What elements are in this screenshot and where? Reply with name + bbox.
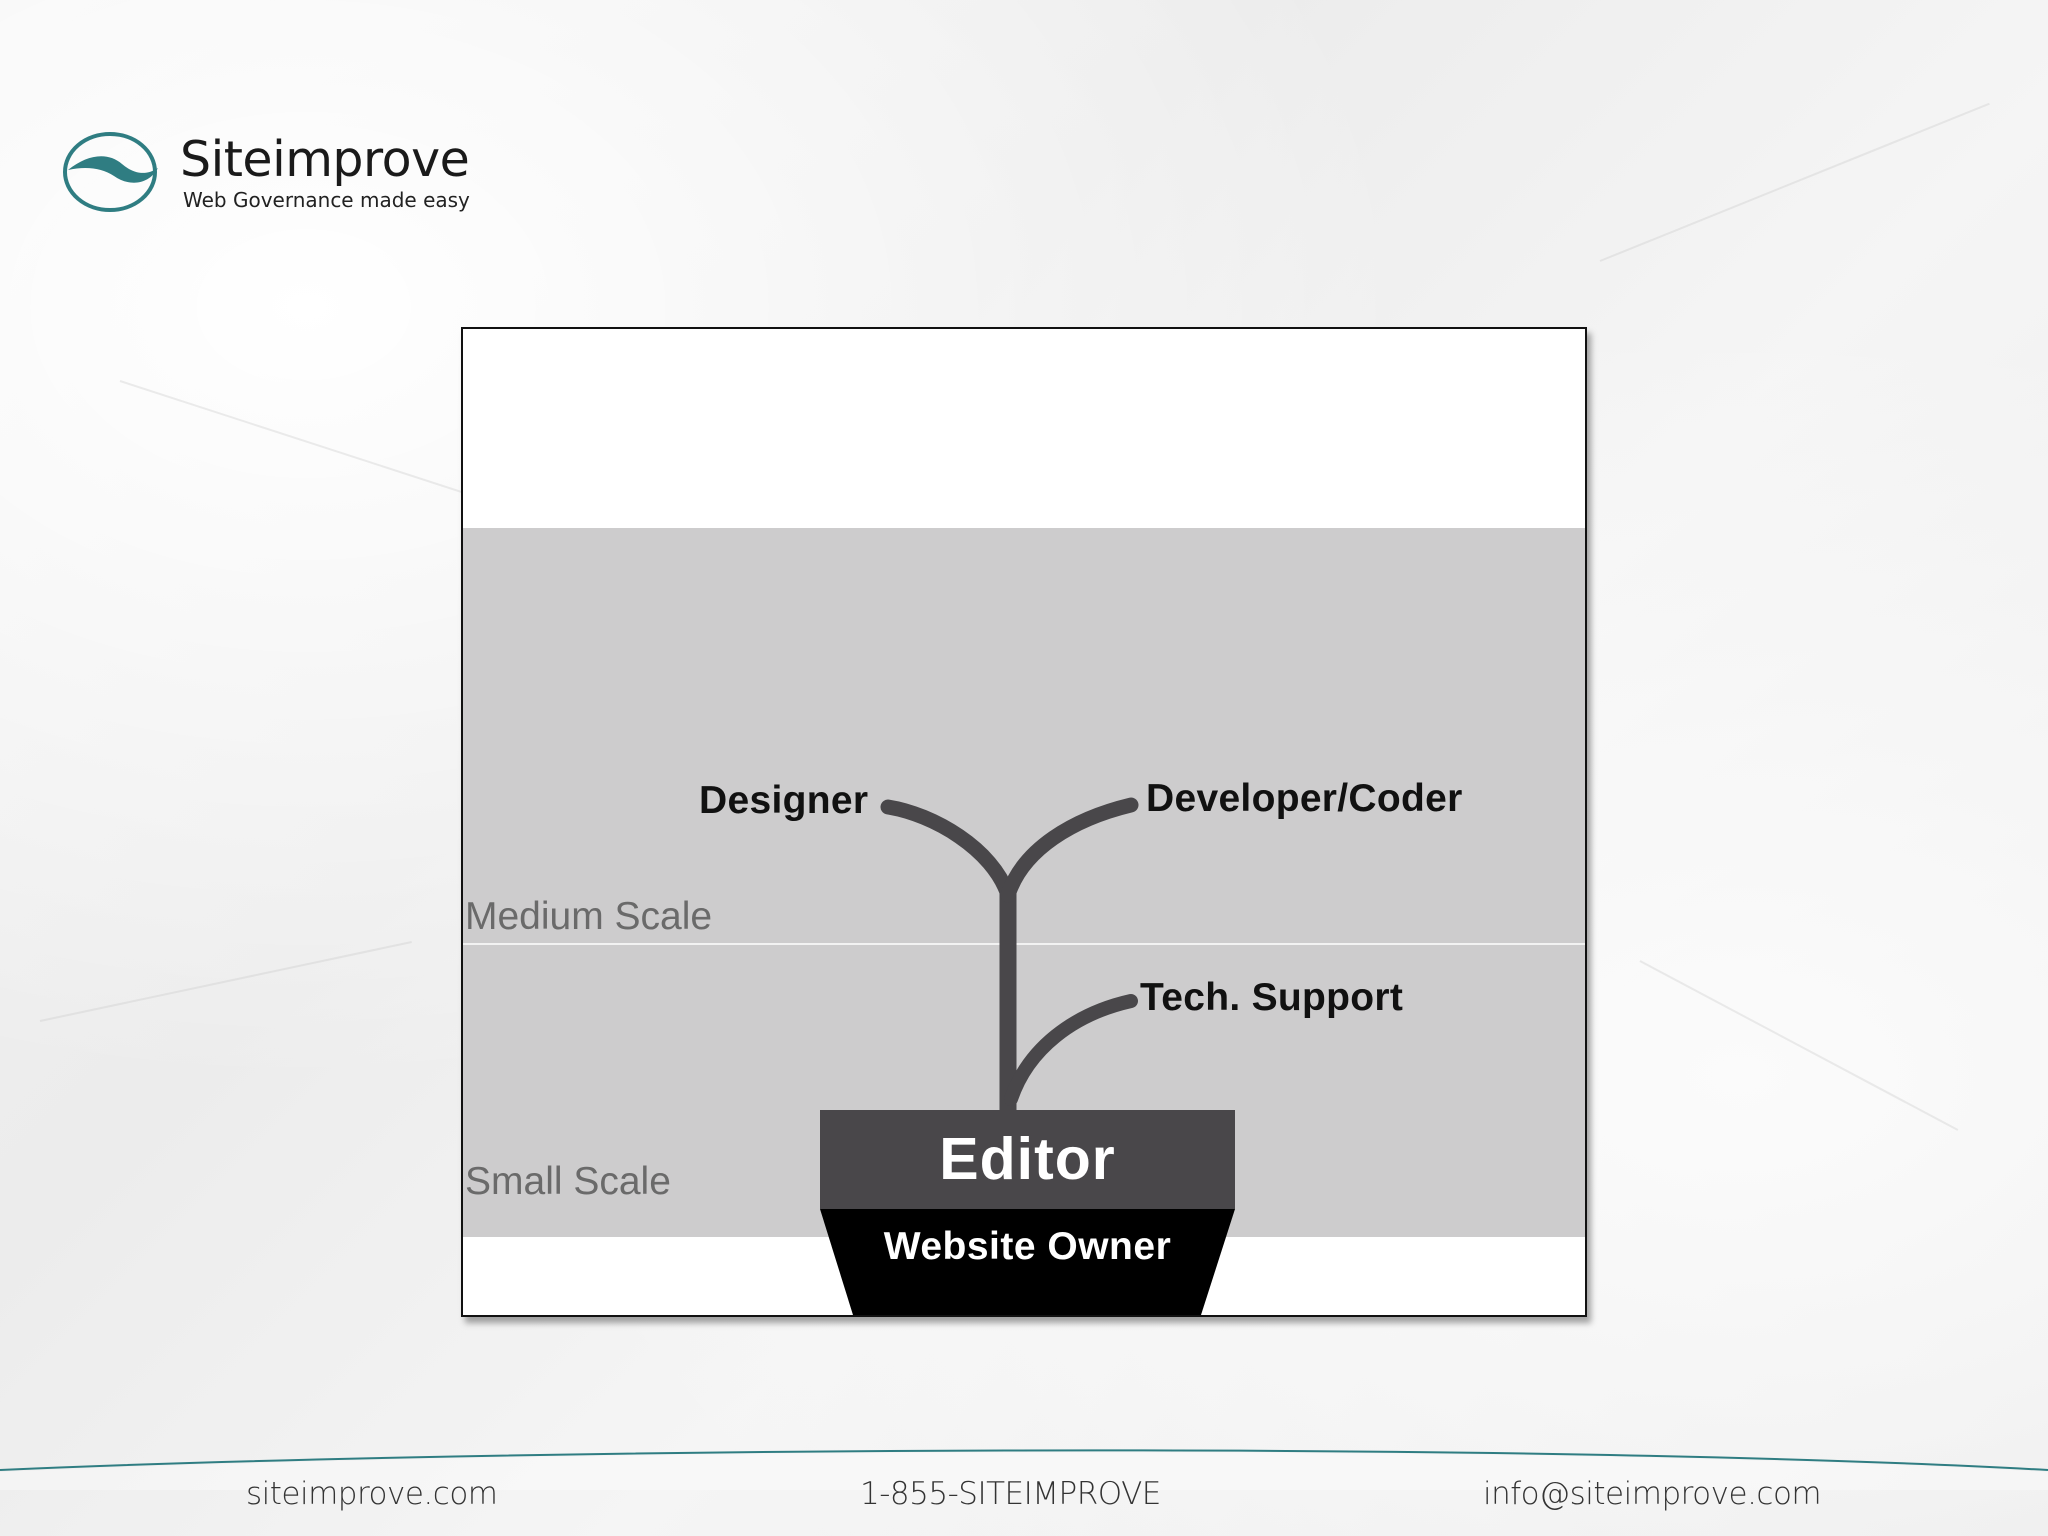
scale-divider	[463, 943, 1585, 945]
paper-crease	[39, 941, 412, 1022]
logo-tagline: Web Governance made easy	[183, 188, 470, 212]
paper-crease	[1599, 102, 1990, 262]
role-growth-diagram: Medium Scale Small Scale Designer Develo…	[461, 327, 1587, 1317]
designer-label: Designer	[699, 779, 869, 822]
siteimprove-logo[interactable]: Siteimprove Web Governance made easy	[62, 130, 470, 220]
footer-email-link[interactable]: info@siteimprove.com	[1483, 1476, 1822, 1512]
editor-box: Editor	[820, 1110, 1235, 1209]
website-owner-label: Website Owner	[883, 1225, 1172, 1268]
medium-scale-label: Medium Scale	[465, 895, 713, 938]
role-tree	[820, 797, 1235, 1315]
footer-website-link[interactable]: siteimprove.com	[246, 1476, 498, 1512]
small-scale-label: Small Scale	[465, 1160, 671, 1203]
website-owner-pot	[820, 1209, 1235, 1315]
support-branch	[1004, 994, 1138, 1106]
tech-support-label: Tech. Support	[1140, 976, 1404, 1019]
logo-name: Siteimprove	[180, 131, 470, 188]
footer-phone[interactable]: 1-855-SITEIMPROVE	[860, 1476, 1161, 1512]
paper-crease	[1639, 960, 1959, 1131]
developer-branch	[1000, 797, 1139, 903]
siteimprove-swoosh-icon	[63, 132, 158, 212]
developer-label: Developer/Coder	[1146, 777, 1463, 820]
designer-branch	[880, 799, 1016, 903]
footer-curve	[0, 1449, 2048, 1490]
